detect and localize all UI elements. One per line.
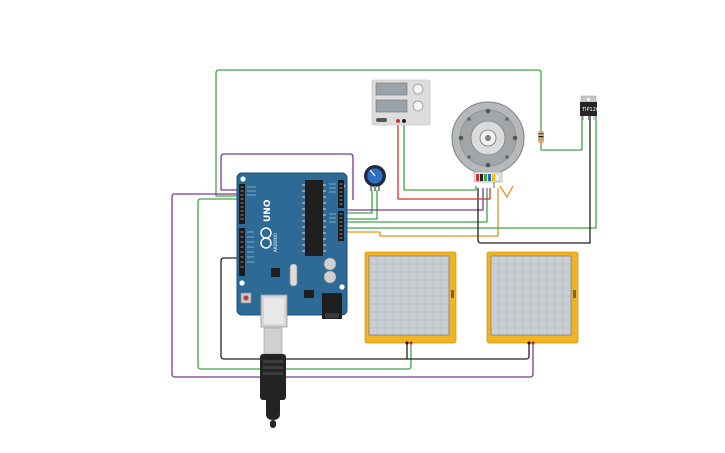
- capacitor-1: [323, 257, 337, 271]
- wire-green-supply[interactable]: [403, 122, 477, 191]
- arduino-uno-board[interactable]: UNO ARDUINO: [236, 172, 348, 328]
- supply-terminal-positive[interactable]: [402, 119, 406, 123]
- resistor[interactable]: [538, 128, 544, 146]
- wire-green-regulator[interactable]: [345, 116, 597, 229]
- wire-red-supply[interactable]: [397, 122, 491, 200]
- supply-switch[interactable]: [376, 118, 387, 122]
- wire-green-pot-b[interactable]: [345, 190, 378, 220]
- wire-black-ground-left[interactable]: [220, 257, 530, 360]
- tip120-transistor[interactable]: TIP120: [580, 95, 599, 120]
- arduino-brand-text: ARDUINO: [273, 233, 278, 252]
- wire-green-left-loop[interactable]: [197, 198, 412, 370]
- wire-green-top-loop[interactable]: [215, 69, 542, 197]
- uno-logo-text: UNO: [263, 199, 273, 222]
- plotter-panel-b[interactable]: [486, 251, 579, 345]
- plotter-grid-b: [491, 256, 571, 335]
- supply-knob-voltage[interactable]: [412, 83, 424, 95]
- usb-plug-icon[interactable]: [260, 327, 286, 428]
- motor-screw-bottom: [485, 162, 491, 168]
- potentiometer[interactable]: [364, 165, 386, 191]
- wire-purple-left-loop[interactable]: [171, 193, 534, 378]
- wire-green-motor[interactable]: [345, 188, 488, 223]
- wire-orange-motor[interactable]: [345, 188, 499, 237]
- wire-purple-motor[interactable]: [345, 188, 484, 211]
- wires: [171, 69, 597, 378]
- supply-display-top: [375, 82, 408, 96]
- motor-screw-top: [485, 108, 491, 114]
- motor-screw-left: [458, 135, 464, 141]
- wire-purple-top[interactable]: [220, 153, 354, 200]
- wire-green-pot[interactable]: [345, 190, 373, 214]
- atmega-chip: [305, 180, 323, 256]
- wire-black-regulator[interactable]: [477, 116, 591, 244]
- right-header-top: [338, 180, 344, 208]
- power-jack: [322, 293, 342, 319]
- supply-knob-current[interactable]: [412, 100, 424, 112]
- arduino-logo: UNO ARDUINO: [260, 199, 278, 252]
- potentiometer-knob-icon: [369, 169, 376, 177]
- crystal: [289, 263, 298, 287]
- encoder-motor[interactable]: [451, 101, 525, 183]
- power-supply[interactable]: [371, 79, 431, 126]
- motor-screw-right: [512, 135, 518, 141]
- capacitor-2: [323, 270, 337, 284]
- wire-green-resistor[interactable]: [540, 116, 583, 151]
- supply-terminal-negative[interactable]: [396, 119, 400, 123]
- transistor-label: TIP120: [581, 107, 599, 113]
- supply-display-bottom: [375, 99, 408, 113]
- plotter-grid-a: [369, 256, 449, 335]
- wire-orange-motor-terminal[interactable]: [499, 185, 514, 198]
- plotter-panel-a[interactable]: [364, 251, 457, 345]
